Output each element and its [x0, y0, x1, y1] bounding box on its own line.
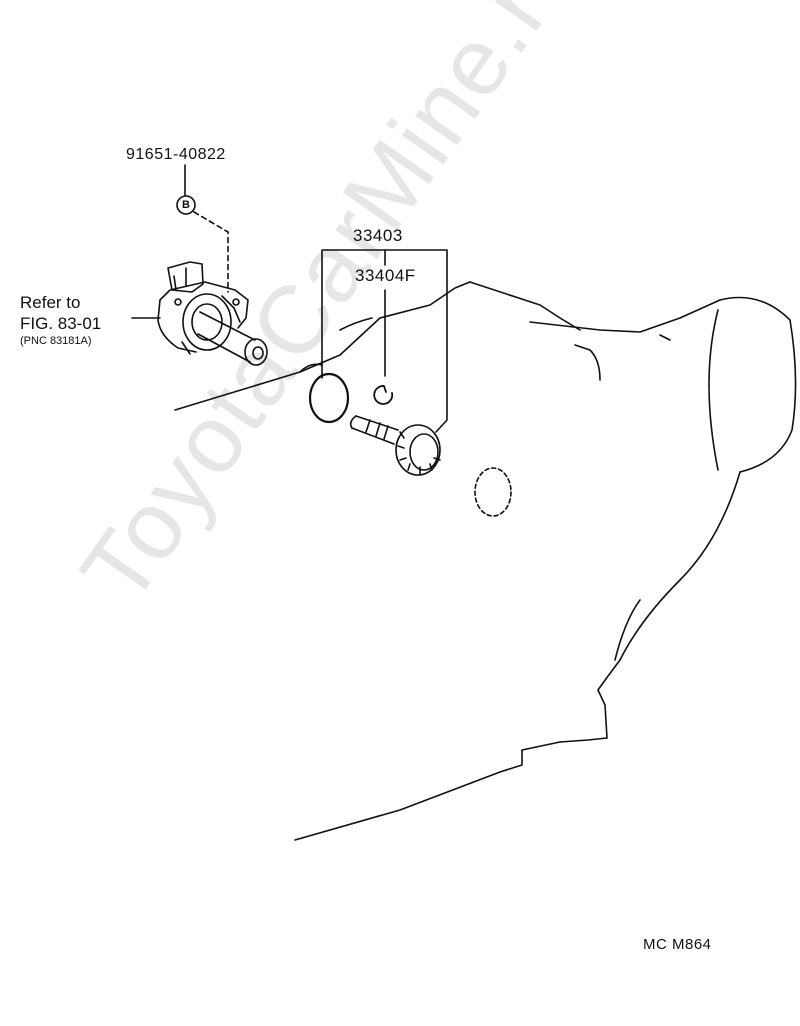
reference-line-3: (PNC 83181A): [20, 335, 92, 347]
clip-ring: [373, 385, 394, 405]
reference-line-2: FIG. 83-01: [20, 314, 102, 333]
gear-bracket-leader: [321, 249, 448, 433]
o-ring: [308, 372, 350, 424]
sensor-badge-letter: B: [182, 199, 190, 211]
driven-gear: [349, 415, 441, 476]
sensor-leader-dashed: [193, 211, 229, 293]
reference-line-1: Refer to: [20, 293, 81, 312]
sensor-part-number: 91651-40822: [126, 146, 226, 163]
side-plug-outline: [474, 467, 512, 517]
clip-part-number: 33404F: [355, 266, 416, 285]
gear-part-number: 33403: [353, 226, 403, 245]
speed-sensor: [157, 261, 268, 366]
transmission-housing: [174, 281, 797, 841]
badge-circle: [176, 195, 196, 215]
figure-code: MC M864: [643, 936, 712, 953]
